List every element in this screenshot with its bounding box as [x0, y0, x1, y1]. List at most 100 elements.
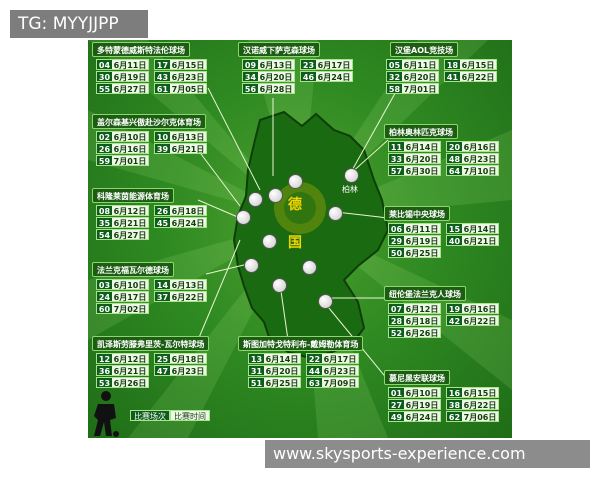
match-date: 6月28日 — [259, 85, 293, 94]
match-date: 7月09日 — [323, 379, 357, 388]
venue-marker — [288, 174, 303, 189]
venue-title: 汉堡AOL竞技场 — [390, 42, 459, 57]
match-date: 6月27日 — [113, 231, 147, 240]
match-date: 6月22日 — [171, 293, 205, 302]
match-date: 6月23日 — [463, 155, 497, 164]
legend-match-date: 比赛时间 — [170, 410, 210, 421]
match-date: 6月16日 — [113, 145, 147, 154]
match-number: 31 — [249, 366, 264, 376]
match-date: 6月15日 — [461, 61, 495, 70]
match-date: 6月21日 — [171, 145, 205, 154]
match-date: 6月25日 — [405, 249, 439, 258]
match-number: 43 — [155, 72, 170, 82]
watermark: www.skysports-experience.com — [265, 440, 590, 468]
country-label-2: 国 — [288, 235, 302, 251]
match-number: 45 — [155, 218, 170, 228]
match-date: 6月26日 — [405, 329, 439, 338]
match-number: 52 — [389, 328, 404, 338]
match-number: 22 — [307, 354, 322, 364]
match-number: 42 — [447, 316, 462, 326]
match-date: 6月12日 — [113, 207, 147, 216]
match-number: 54 — [97, 230, 112, 240]
match-date: 6月12日 — [113, 355, 147, 364]
match-date: 6月10日 — [113, 281, 147, 290]
match-number: 26 — [155, 206, 170, 216]
match-number: 63 — [307, 378, 322, 388]
match-date: 6月23日 — [171, 73, 205, 82]
match-number: 50 — [389, 248, 404, 258]
match-number: 04 — [97, 60, 112, 70]
match-number: 28 — [389, 316, 404, 326]
venue-marker — [262, 234, 277, 249]
match-date: 6月11日 — [403, 61, 437, 70]
match-number: 53 — [97, 378, 112, 388]
venue-marker — [328, 206, 343, 221]
match-date: 7月05日 — [171, 85, 205, 94]
match-date: 6月22日 — [461, 73, 495, 82]
match-date: 7月02日 — [113, 305, 147, 314]
match-date: 6月17日 — [113, 293, 147, 302]
match-date: 6月25日 — [265, 379, 299, 388]
match-number: 44 — [307, 366, 322, 376]
match-number: 27 — [389, 400, 404, 410]
match-date: 6月17日 — [323, 355, 357, 364]
match-number: 25 — [155, 354, 170, 364]
match-number: 55 — [97, 84, 112, 94]
match-number: 18 — [445, 60, 460, 70]
match-number: 05 — [387, 60, 402, 70]
match-number: 02 — [97, 132, 112, 142]
match-date: 6月11日 — [113, 61, 147, 70]
venue-marker — [236, 210, 251, 225]
match-date: 6月12日 — [405, 305, 439, 314]
match-number: 24 — [97, 292, 112, 302]
match-number: 61 — [155, 84, 170, 94]
match-number: 10 — [155, 132, 170, 142]
match-number: 46 — [301, 72, 316, 82]
venue-title: 慕尼黑安联球场 — [384, 370, 450, 385]
match-number: 38 — [447, 400, 462, 410]
venue-title: 科隆莱茵能源体育场 — [92, 188, 174, 203]
match-date: 6月21日 — [113, 219, 147, 228]
venue-title: 多特蒙德威斯特法伦球场 — [92, 42, 190, 57]
match-number: 36 — [97, 366, 112, 376]
match-number: 20 — [447, 142, 462, 152]
match-date: 6月22日 — [463, 317, 497, 326]
match-date: 7月01日 — [113, 157, 147, 166]
